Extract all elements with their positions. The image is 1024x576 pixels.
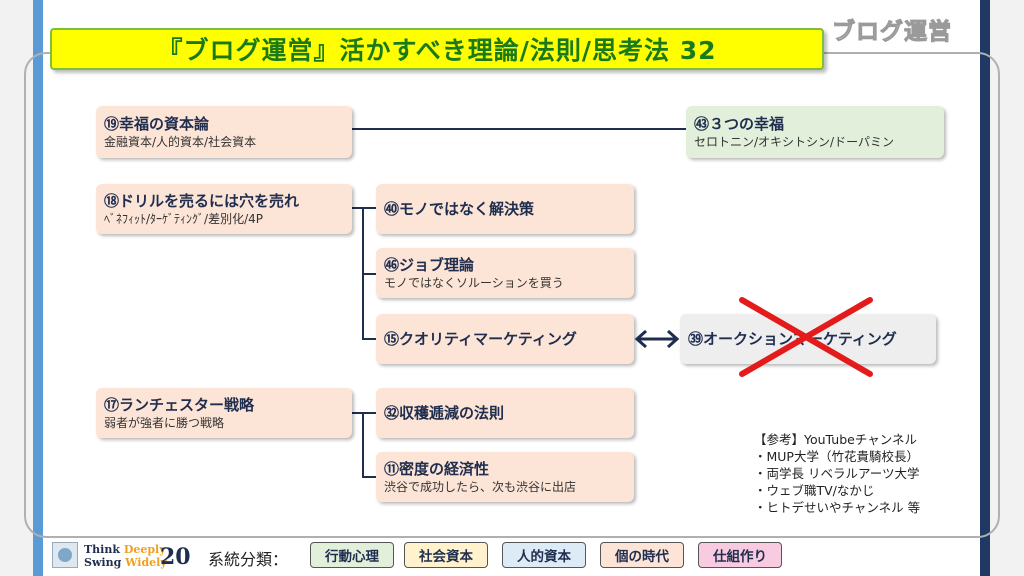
reference-heading: 【参考】YouTubeチャンネル	[754, 432, 917, 447]
category-label: 系統分類：	[208, 550, 289, 569]
right-accent-bar	[980, 0, 990, 576]
node-subtitle: 弱者が強者に勝つ戦略	[104, 416, 225, 430]
node-job-theory: ㊻ジョブ理論 モノではなくソルーションを買う	[376, 248, 634, 298]
connector-17-vertical	[362, 412, 364, 478]
logo-text: Think Deeply Swing Widely	[84, 543, 167, 569]
connector-17-stub	[352, 412, 376, 414]
title-banner: 『ブログ運営』活かすべき理論/法則/思考法 32	[50, 28, 824, 70]
node-lanchester-strategy: ⑰ランチェスター戦略 弱者が強者に勝つ戦略	[96, 388, 352, 438]
node-three-happiness: ㊸３つの幸福 セロトニン/オキシトシン/ドーパミン	[686, 106, 944, 158]
node-title: ⑮クオリティマーケティング	[384, 330, 577, 348]
node-title: ⑲幸福の資本論	[104, 115, 210, 133]
node-title: ⑰ランチェスター戦略	[104, 396, 255, 414]
node-subtitle: ﾍﾞﾈﾌｨｯﾄ/ﾀｰｹﾞﾃｨﾝｸﾞ/差別化/4P	[104, 212, 264, 226]
reference-item: ・ヒトデせいやチャンネル 等	[754, 500, 921, 515]
connector-19-43	[352, 128, 686, 130]
page-number: 20	[160, 544, 191, 570]
node-subtitle: モノではなくソルーションを買う	[384, 276, 564, 290]
connector-18-stub	[352, 207, 376, 209]
reference-item: ・MUP大学（竹花貴騎校長）	[754, 449, 919, 464]
connector-to-11	[362, 476, 376, 478]
node-sell-the-hole: ⑱ドリルを売るには穴を売れ ﾍﾞﾈﾌｨｯﾄ/ﾀｰｹﾞﾃｨﾝｸﾞ/差別化/4P	[96, 184, 352, 234]
node-quality-marketing: ⑮クオリティマーケティング	[376, 314, 634, 364]
node-title: ㊸３つの幸福	[694, 115, 785, 133]
connector-to-15	[362, 338, 376, 340]
logo-icon	[52, 542, 78, 568]
node-subtitle: 金融資本/人的資本/社会資本	[104, 135, 257, 149]
brand-watermark: ブログ運営	[832, 19, 952, 46]
node-subtitle: 渋谷で成功したら、次も渋谷に出店	[384, 480, 577, 494]
node-solution-not-product: ㊵モノではなく解決策	[376, 184, 634, 234]
node-title: ⑱ドリルを売るには穴を売れ	[104, 192, 300, 210]
node-subtitle: セロトニン/オキシトシン/ドーパミン	[694, 135, 894, 149]
connector-to-46	[362, 273, 376, 275]
double-arrow-icon	[634, 329, 680, 349]
node-title: ㊴オークションマーケティング	[688, 330, 897, 348]
reference-item: ・両学長 リベラルアーツ大学	[754, 466, 920, 481]
left-accent-bar	[33, 0, 43, 576]
node-title: ㉜収穫逓減の法則	[384, 404, 505, 422]
node-economies-of-density: ⑪密度の経済性 渋谷で成功したら、次も渋谷に出店	[376, 452, 634, 502]
node-title: ⑪密度の経済性	[384, 460, 490, 478]
category-tag-individual-era: 個の時代	[600, 542, 684, 568]
category-tag-human-capital: 人的資本	[502, 542, 586, 568]
page-title: 『ブログ運営』活かすべき理論/法則/思考法 32	[157, 36, 717, 65]
red-cross-icon	[739, 297, 873, 377]
reference-item: ・ウェブ職TV/なかじ	[754, 483, 875, 498]
node-capital-of-happiness: ⑲幸福の資本論 金融資本/人的資本/社会資本	[96, 106, 352, 158]
node-title: ㊻ジョブ理論	[384, 256, 475, 274]
node-title: ㊵モノではなく解決策	[384, 200, 535, 218]
category-tag-systems: 仕組作り	[698, 542, 782, 568]
category-tag-social-capital: 社会資本	[404, 542, 488, 568]
node-diminishing-returns: ㉜収穫逓減の法則	[376, 388, 634, 438]
category-tag-behavioral: 行動心理	[310, 542, 394, 568]
reference-list: 【参考】YouTubeチャンネル ・MUP大学（竹花貴騎校長） ・両学長 リベラ…	[754, 431, 920, 516]
